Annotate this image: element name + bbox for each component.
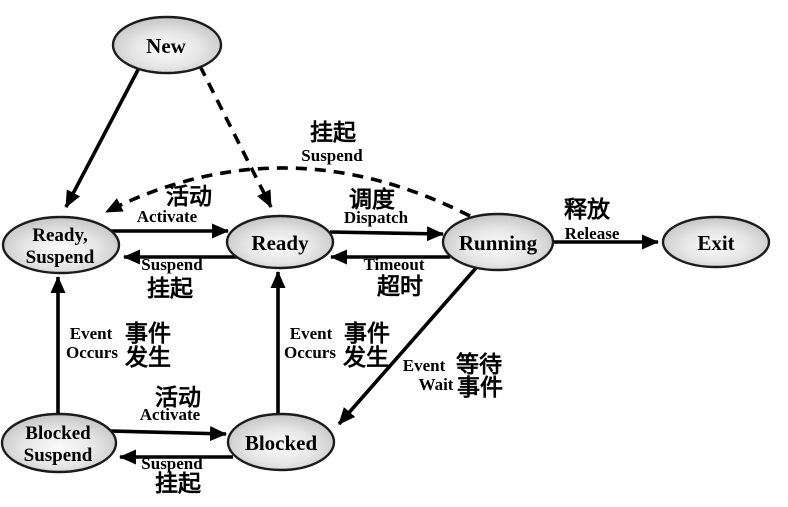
label-event-occurs-left-en-line2: Occurs: [66, 343, 118, 362]
arrow-ready-to-running-dispatch: [329, 226, 444, 242]
node-ready-shape: [225, 214, 335, 270]
label-release-en: Release: [565, 224, 620, 243]
node-exit-label: Exit: [697, 231, 734, 255]
label-activate-bottom-zh: 活动: [155, 385, 201, 410]
arrow-blocked-suspend-to-blocked-activate: [109, 426, 227, 442]
label-event-wait-zh-line2: 事件: [457, 375, 503, 400]
label-dispatch-zh: 调度: [349, 186, 396, 212]
label-suspend-mid-zh: 挂起: [147, 276, 194, 301]
label-event-occurs-left-en-line1: Event: [70, 324, 113, 343]
node-ready-suspend-shape: [1, 215, 121, 275]
label-event-occurs-mid-en-line2: Occurs: [284, 343, 336, 362]
node-blocked-label: Blocked: [245, 431, 318, 455]
node-blocked-suspend-label-line2: Suspend: [24, 445, 93, 466]
label-event-wait-zh-line1: 等待: [456, 351, 502, 377]
arrow-new-to-ready: [198, 65, 273, 208]
node-running-shape: [441, 212, 555, 272]
arrow-new-to-ready-suspend: [64, 65, 142, 208]
node-blocked: Blocked: [226, 412, 336, 472]
node-blocked-suspend-shape: [0, 412, 118, 474]
label-timeout-en: Timeout: [363, 255, 424, 274]
label-event-wait-en-line1: Event: [403, 356, 446, 375]
label-event-occurs-left-zh-line2: 发生: [124, 344, 171, 370]
node-ready-suspend-label-line1: Ready,: [32, 225, 88, 246]
label-suspend-bottom-en: Suspend: [141, 454, 203, 473]
label-dispatch-en: Dispatch: [344, 208, 409, 227]
node-new-shape: [111, 15, 223, 75]
node-new: New: [111, 15, 223, 75]
label-release-zh: 释放: [564, 196, 611, 222]
label-suspend-bottom-zh: 挂起: [155, 471, 202, 496]
node-exit-shape: [661, 215, 771, 269]
label-suspend-mid-en: Suspend: [141, 255, 203, 274]
node-ready-suspend-label-line2: Suspend: [26, 247, 95, 268]
label-suspend-arc-en: Suspend: [301, 146, 363, 165]
arrow-running-to-ready-suspend-suspend-arc: [105, 166, 471, 218]
arrow-running-to-blocked-event-wait: [337, 266, 478, 426]
node-blocked-suspend: Blocked Suspend: [0, 412, 118, 474]
node-ready-label: Ready: [251, 231, 309, 255]
label-activate-mid-en: Activate: [137, 207, 198, 226]
node-running: Running: [441, 212, 555, 272]
label-event-occurs-mid-en-line1: Event: [290, 324, 333, 343]
node-ready-suspend: Ready, Suspend: [1, 215, 121, 275]
label-event-wait-en-line2: Wait: [419, 375, 454, 394]
label-event-occurs-left-zh-line1: 事件: [125, 321, 171, 346]
node-ready: Ready: [225, 214, 335, 270]
node-blocked-suspend-label-line1: Blocked: [25, 423, 91, 444]
label-timeout-zh: 超时: [377, 274, 423, 299]
label-activate-mid-zh: 活动: [166, 184, 212, 209]
label-suspend-arc-zh: 挂起: [310, 120, 357, 145]
node-running-label: Running: [459, 231, 538, 255]
node-new-label: New: [146, 34, 186, 58]
label-activate-bottom-en: Activate: [140, 405, 201, 424]
label-event-occurs-mid-zh-line1: 事件: [344, 321, 390, 346]
label-event-occurs-mid-zh-line2: 发生: [342, 344, 389, 370]
node-exit: Exit: [661, 215, 771, 269]
node-blocked-shape: [226, 412, 336, 472]
